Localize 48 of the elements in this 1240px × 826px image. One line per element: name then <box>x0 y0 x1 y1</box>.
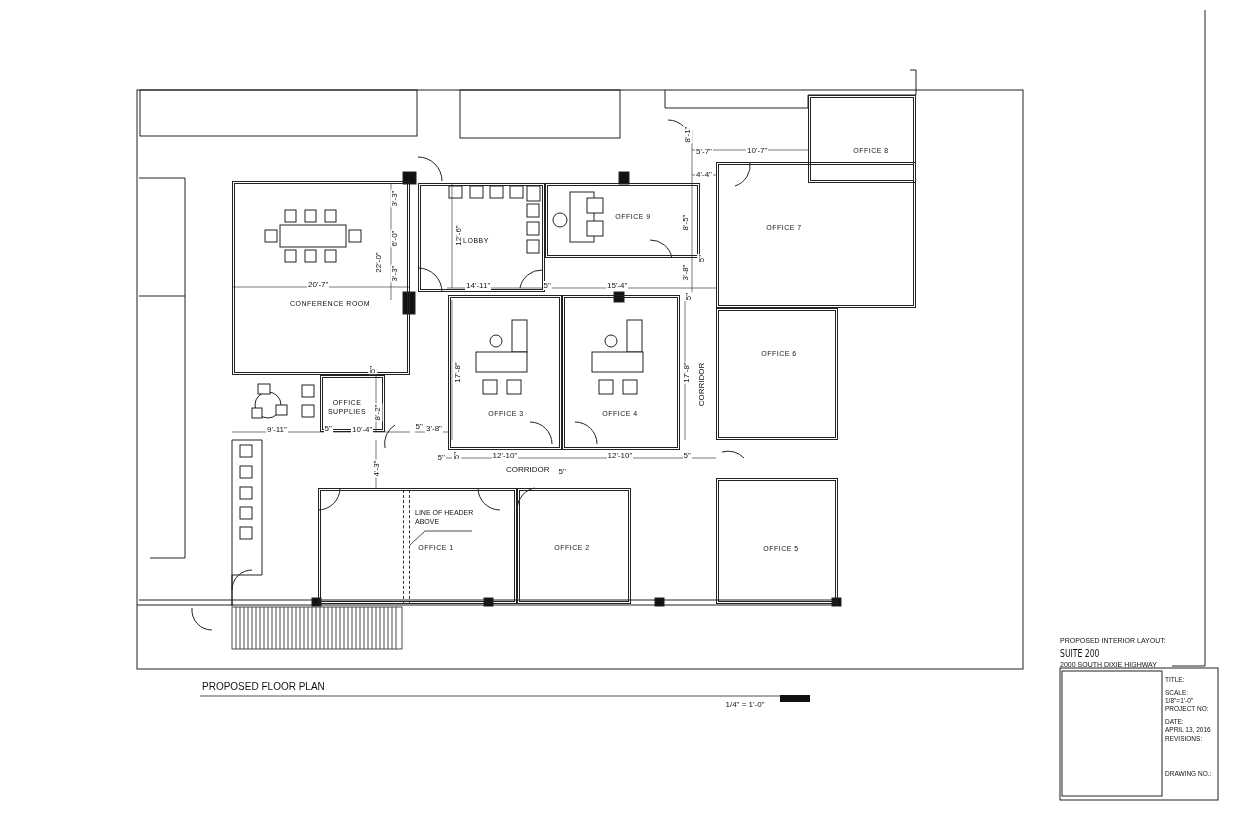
room-outline <box>318 488 517 604</box>
dimension-label: 10'-7" <box>746 145 769 155</box>
dimension-label: 3'-3" <box>390 189 400 207</box>
header-line <box>403 490 410 604</box>
dimension-label: 3'-3" <box>390 264 400 282</box>
dimension-label: 5" <box>542 280 552 290</box>
room-outline <box>517 488 631 604</box>
dimension-label: 8'-2" <box>373 403 383 421</box>
dimension-label: 20'-7" <box>307 279 330 289</box>
corridor-label: CORRIDOR <box>505 464 551 474</box>
scale-label: 1/4" = 1'-0" <box>725 699 765 709</box>
dimension-label: 12'-6" <box>453 223 463 247</box>
dimension-label: 17'-8" <box>452 360 462 384</box>
dimension-label: 8'-5" <box>681 213 691 231</box>
dimension-label: 5" <box>323 423 333 433</box>
corridor-label: CORRIDOR <box>697 361 707 407</box>
dimension-label: 5" <box>696 253 706 263</box>
dimension-label: 4'-3" <box>372 459 382 477</box>
dimension-label: 5" <box>557 466 567 476</box>
room-outline <box>716 308 838 440</box>
room-outline <box>808 95 916 183</box>
dimension-label: 5" <box>436 452 446 462</box>
drawing-title: PROPOSED FLOOR PLAN <box>202 681 325 692</box>
dimension-label: 5" <box>367 364 377 374</box>
suite-label: SUITE 200 <box>1060 648 1100 660</box>
dimension-label: 17'-8" <box>681 360 691 384</box>
dimension-label: 12'-10" <box>606 450 634 460</box>
room-outline <box>716 478 838 604</box>
dimension-label: 15'-4" <box>606 280 629 290</box>
dimension-label: 9'-11" <box>266 424 288 434</box>
dimension-label: 8'-1" <box>683 125 693 143</box>
dimension-label: 5" <box>451 450 461 460</box>
dimension-label: 12'-10" <box>491 450 519 460</box>
dimension-label: 4'-4" <box>695 169 713 179</box>
dimension-label: 5'-7" <box>695 146 713 156</box>
dimension-label: 10'-4" <box>351 424 374 434</box>
dimension-label: 22'-0" <box>373 250 383 274</box>
dimension-label: 5" <box>414 421 424 431</box>
dimension-label: 5" <box>683 291 693 301</box>
dimension-label: 14'-11" <box>465 280 492 290</box>
leader-line <box>409 530 473 546</box>
room-outline <box>562 295 680 450</box>
room-outline <box>545 183 700 258</box>
dimension-label: 3'-8" <box>681 263 691 281</box>
dimension-label: 3'-8" <box>425 423 443 433</box>
room-outline <box>716 162 916 308</box>
dimension-label: 5" <box>682 450 692 460</box>
dimension-label: 6'-0" <box>390 229 400 247</box>
